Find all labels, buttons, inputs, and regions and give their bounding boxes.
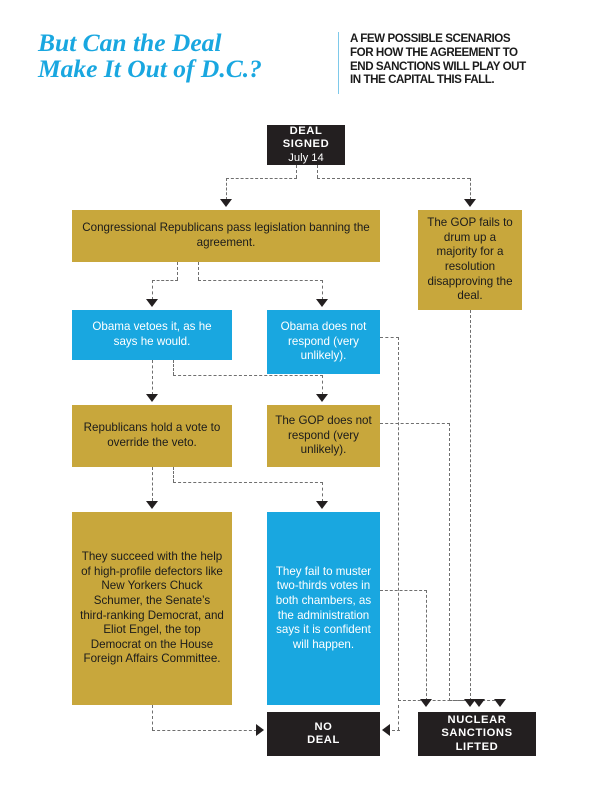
node-override-fails[interactable]: They fail to muster two-thirds votes in … [267, 512, 380, 705]
headline-line-2: Make It Out of D.C.? [38, 54, 262, 83]
node-sanctions-lifted[interactable]: NUCLEAR SANCTIONS LIFTED [418, 712, 536, 756]
node-deal-signed-sublabel: July 14 [288, 151, 324, 164]
deck-line-4: IN THE CAPITAL THIS FALL. [350, 73, 495, 87]
header-divider [338, 32, 339, 94]
deck-line-1: A FEW POSSIBLE SCENARIOS [350, 32, 511, 45]
edge-gopnoresp-to-lifted-seg2 [449, 423, 450, 701]
edge-legis-to-noresp-seg1 [198, 262, 199, 280]
node-deal-signed-label: DEAL SIGNED [282, 124, 330, 151]
edge-legis-to-veto-arrow [146, 299, 158, 307]
edge-override-to-succeed-arrow [146, 501, 158, 509]
edge-legis-to-veto-seg1 [177, 262, 178, 280]
node-override-vote[interactable]: Republicans hold a vote to override the … [72, 405, 232, 467]
header: But Can the Deal Make It Out of D.C.? A … [38, 30, 578, 96]
edge-succeed-to-nodeal-seg1 [152, 705, 153, 730]
node-no-deal-label: NO [314, 720, 333, 733]
deck-line-3: END SANCTIONS WILL PLAY OUT [350, 59, 526, 73]
edge-start-to-gop-legis-arrow [220, 199, 232, 207]
edge-fail-to-lifted-seg1 [380, 590, 427, 591]
edge-veto-to-override-arrow [146, 394, 158, 402]
edge-gopfails-to-lifted-arrow [464, 699, 476, 707]
node-obama-no-response-label: Obama does not respond (very unlikely). [280, 320, 367, 363]
edge-legis-to-veto-seg2 [152, 280, 178, 281]
edge-start-to-gop-fails-seg1 [317, 165, 318, 178]
node-no-deal-sublabel: DEAL [307, 734, 340, 746]
edge-legis-to-noresp-seg3 [322, 280, 323, 300]
node-obama-vetoes[interactable]: Obama vetoes it, as he says he would. [72, 310, 232, 360]
edge-override-to-succeed-seg1 [152, 467, 153, 501]
edge-fail-to-nodeal-arrow [382, 724, 390, 736]
node-override-fails-label: They fail to muster two-thirds votes in … [275, 564, 372, 651]
edge-fail-to-lifted-seg2 [426, 590, 427, 701]
node-gop-no-response-label: The GOP does not respond (very unlikely)… [275, 414, 372, 457]
node-gop-legislation[interactable]: Congressional Republicans pass legislati… [72, 210, 380, 262]
edge-succeed-to-nodeal-seg2 [152, 730, 257, 731]
node-override-succeeds-label: They succeed with the help of high-profi… [80, 550, 224, 666]
edge-veto-to-gopnoresp-seg1 [173, 360, 174, 375]
node-no-deal[interactable]: NO DEAL [267, 712, 380, 756]
headline-line-1: But Can the Deal [38, 28, 222, 57]
node-obama-no-response[interactable]: Obama does not respond (very unlikely). [267, 310, 380, 374]
edge-override-to-fail-seg1 [173, 467, 174, 482]
edge-legis-to-noresp-seg2 [198, 280, 323, 281]
edge-start-to-gop-fails-seg3 [470, 178, 471, 200]
edge-veto-to-gopnoresp-arrow [316, 394, 328, 402]
edge-override-to-fail-arrow [316, 501, 328, 509]
edge-start-to-gop-legis-seg3 [226, 178, 227, 200]
edge-obamanoresp-to-lifted-arrow [494, 699, 506, 707]
edge-fail-to-lifted-arrow [420, 699, 432, 707]
edge-gopfails-to-lifted-seg1 [470, 310, 471, 701]
node-gop-legislation-label: Congressional Republicans pass legislati… [82, 221, 370, 249]
edge-legis-to-noresp-arrow [316, 299, 328, 307]
edge-gopnoresp-to-lifted-arrow [473, 699, 485, 707]
node-deal-signed[interactable]: DEAL SIGNED July 14 [267, 125, 345, 165]
node-gop-fails-majority-label: The GOP fails to drum up a majority for … [427, 216, 513, 303]
edge-start-to-gop-legis-seg1 [296, 165, 297, 178]
header-deck: A FEW POSSIBLE SCENARIOS FOR HOW THE AGR… [350, 32, 580, 87]
edge-veto-to-gopnoresp-seg2 [173, 375, 323, 376]
node-gop-fails-majority[interactable]: The GOP fails to drum up a majority for … [418, 210, 522, 310]
node-gop-no-response[interactable]: The GOP does not respond (very unlikely)… [267, 405, 380, 467]
node-override-succeeds[interactable]: They succeed with the help of high-profi… [72, 512, 232, 705]
edge-succeed-to-nodeal-arrow [256, 724, 264, 736]
edge-obamanoresp-to-lifted-seg2 [398, 337, 399, 701]
edge-veto-to-gopnoresp-seg3 [322, 375, 323, 395]
edge-gopnoresp-to-lifted-seg1 [380, 423, 450, 424]
node-sanctions-lifted-label: NUCLEAR [447, 713, 507, 726]
page-title: But Can the Deal Make It Out of D.C.? [38, 30, 328, 82]
edge-start-to-gop-legis-seg2 [226, 178, 297, 179]
edge-fail-to-nodeal-seg2 [392, 730, 400, 731]
edge-override-to-fail-seg2 [173, 482, 323, 483]
node-obama-vetoes-label: Obama vetoes it, as he says he would. [92, 320, 212, 348]
node-sanctions-lifted-sublabel: SANCTIONS LIFTED [441, 727, 513, 753]
deck-line-2: FOR HOW THE AGREEMENT TO [350, 45, 518, 59]
edge-veto-to-override-seg1 [152, 360, 153, 395]
edge-override-to-fail-seg3 [322, 482, 323, 502]
edge-legis-to-veto-seg3 [152, 280, 153, 300]
edge-fail-to-nodeal-seg1 [398, 705, 399, 730]
edge-start-to-gop-fails-seg2 [317, 178, 470, 179]
node-override-vote-label: Republicans hold a vote to override the … [83, 421, 221, 449]
edge-start-to-gop-fails-arrow [464, 199, 476, 207]
edge-obamanoresp-to-lifted-seg1 [380, 337, 399, 338]
